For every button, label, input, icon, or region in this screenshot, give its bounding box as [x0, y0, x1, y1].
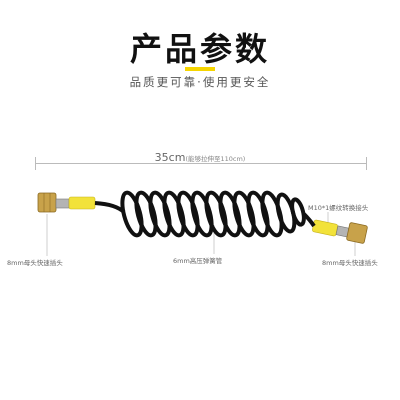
page-title: 产品参数 — [129, 30, 270, 68]
dimension-line — [35, 163, 367, 164]
callout-right-connector: 8mm母头快速插头 — [322, 259, 378, 267]
hose-coils — [120, 190, 306, 238]
length-value: 35cm — [154, 151, 186, 164]
left-fitting — [37, 192, 96, 213]
left-brass-nut — [37, 192, 57, 213]
title-accent-bar — [185, 67, 215, 71]
right-brass-nut — [346, 222, 368, 244]
callout-adapter: M10*1螺纹转换接头 — [308, 204, 369, 212]
page-subtitle: 品质更可靠·使用更安全 — [129, 75, 271, 89]
left-yellow-sleeve — [68, 196, 96, 210]
dimension-tick-right — [366, 157, 367, 170]
left-metal-fitting — [55, 198, 70, 209]
length-label: 35cm(能够拉伸至110cm) — [0, 146, 400, 165]
length-note: (能够拉伸至110cm) — [185, 155, 246, 163]
hose-left-tail — [94, 201, 126, 214]
callout-left-connector: 8mm母头快速插头 — [7, 259, 63, 267]
right-fitting — [312, 219, 368, 244]
callout-hose: 6mm高压弹簧管 — [173, 257, 223, 265]
dimension-tick-left — [35, 157, 36, 170]
right-yellow-sleeve — [312, 219, 338, 237]
